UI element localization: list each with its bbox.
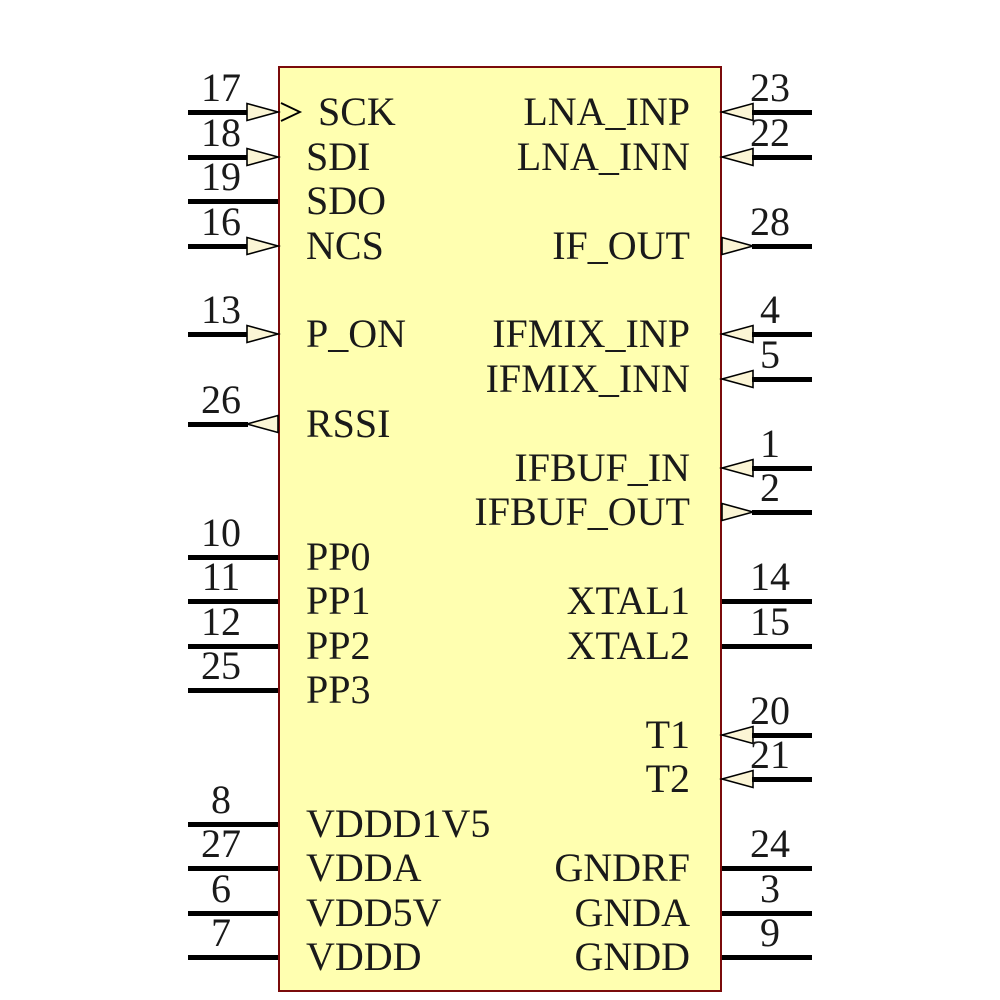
pin-wire (188, 110, 248, 115)
pin-label: GNDD (574, 934, 690, 979)
pin-number: 4 (760, 287, 780, 332)
pin-wire (188, 555, 278, 560)
pin-label: T2 (645, 756, 690, 801)
pin-label: PP1 (306, 578, 371, 623)
pin-label: PP0 (306, 534, 371, 579)
pin-label: PP2 (306, 623, 371, 668)
pin-number: 11 (201, 554, 241, 599)
pin-wire (752, 733, 812, 738)
pin-wire (188, 155, 248, 160)
pin-label: SCK (318, 89, 396, 134)
pin-wire (188, 911, 278, 916)
pin-wire (722, 644, 812, 649)
pin-label: PP3 (306, 667, 371, 712)
input-arrow-icon (246, 147, 282, 167)
pin-number: 17 (201, 65, 241, 110)
pin-wire (188, 688, 278, 693)
pin-wire (752, 510, 812, 515)
pin-number: 13 (201, 287, 241, 332)
pin-number: 9 (760, 910, 780, 955)
pin-number: 27 (201, 821, 241, 866)
pin-wire (752, 466, 812, 471)
pin-label: IFMIX_INN (485, 356, 690, 401)
pin-wire (752, 110, 812, 115)
pin-wire (722, 955, 812, 960)
pin-label: IFMIX_INP (492, 311, 690, 356)
pin-number: 8 (211, 777, 231, 822)
pin-label: LNA_INN (516, 134, 690, 179)
output-arrow-icon (721, 236, 757, 256)
pin-number: 28 (750, 199, 790, 244)
input-arrow-icon (718, 369, 754, 389)
pin-number: 2 (760, 465, 780, 510)
pin-number: 23 (750, 65, 790, 110)
pin-wire (752, 332, 812, 337)
pin-label: VDDD (306, 934, 422, 979)
pin-wire (188, 332, 248, 337)
pin-number: 3 (760, 866, 780, 911)
pin-wire (188, 422, 248, 427)
clock-icon (280, 102, 303, 122)
pin-label: NCS (306, 223, 384, 268)
pin-wire (752, 377, 812, 382)
pin-label: SDO (306, 178, 387, 223)
pin-number: 26 (201, 377, 241, 422)
pin-label: P_ON (306, 311, 407, 356)
ic-body (278, 66, 722, 992)
pin-label: VDD5V (306, 890, 442, 935)
pin-wire (722, 866, 812, 871)
input-arrow-icon (718, 769, 754, 789)
pin-number: 20 (750, 688, 790, 733)
input-arrow-icon (246, 102, 282, 122)
pin-label: GNDRF (554, 845, 690, 890)
pin-wire (188, 866, 278, 871)
pin-label: VDDA (306, 845, 422, 890)
pin-number: 1 (760, 421, 780, 466)
input-arrow-icon (246, 324, 282, 344)
pin-wire (188, 644, 278, 649)
pin-number: 10 (201, 510, 241, 555)
pin-label: IFBUF_OUT (474, 489, 690, 534)
pin-label: VDDD1V5 (306, 801, 491, 846)
pin-number: 5 (760, 332, 780, 377)
pin-label: LNA_INP (523, 89, 690, 134)
pin-label: IFBUF_IN (514, 445, 690, 490)
pin-label: GNDA (574, 890, 690, 935)
pin-number: 6 (211, 866, 231, 911)
pin-label: SDI (306, 134, 371, 179)
pin-number: 25 (201, 643, 241, 688)
pin-number: 22 (750, 110, 790, 155)
pin-label: RSSI (306, 401, 391, 446)
pin-number: 12 (201, 599, 241, 644)
pin-wire (188, 822, 278, 827)
input-arrow-icon (718, 147, 754, 167)
pin-wire (752, 155, 812, 160)
pin-number: 19 (201, 154, 241, 199)
pin-number: 16 (201, 199, 241, 244)
pin-number: 24 (750, 821, 790, 866)
pin-label: T1 (645, 712, 690, 757)
pin-wire (188, 599, 278, 604)
input-arrow-icon (246, 236, 282, 256)
pin-number: 18 (201, 110, 241, 155)
pin-wire (752, 777, 812, 782)
pin-label: XTAL2 (566, 623, 690, 668)
pin-wire (752, 244, 812, 249)
pin-number: 7 (211, 910, 231, 955)
pin-label: IF_OUT (552, 223, 690, 268)
pin-wire (722, 911, 812, 916)
output-arrow-icon (721, 502, 757, 522)
pin-number: 21 (750, 732, 790, 777)
pin-number: 15 (750, 599, 790, 644)
pin-wire (722, 599, 812, 604)
output-arrow-icon (243, 414, 279, 434)
pin-wire (188, 199, 278, 204)
pin-label: XTAL1 (566, 578, 690, 623)
pin-number: 14 (750, 554, 790, 599)
pin-wire (188, 955, 278, 960)
pin-wire (188, 244, 248, 249)
